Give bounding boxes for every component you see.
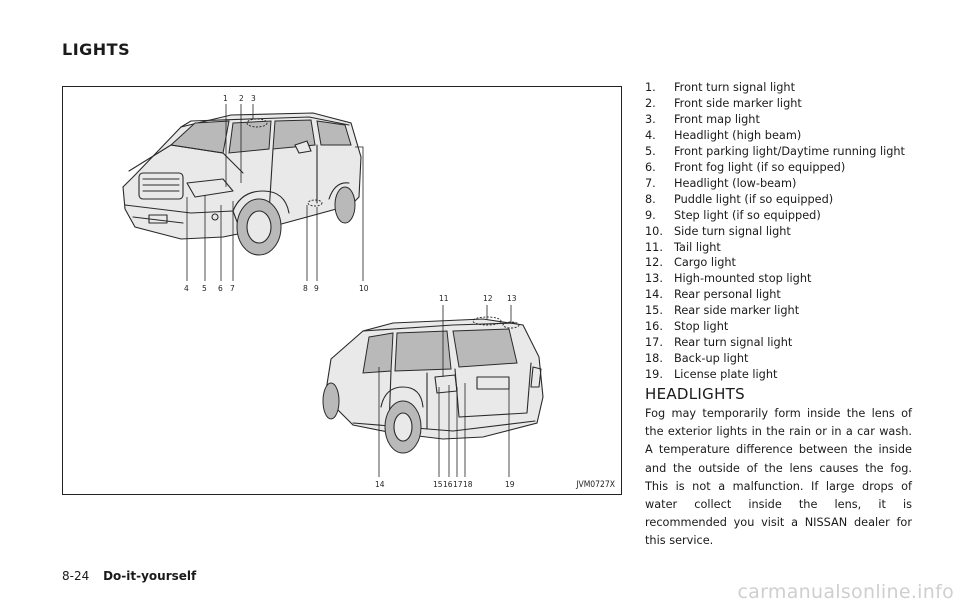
legend-item: 2.Front side marker light xyxy=(645,96,802,110)
callout-7: 7 xyxy=(230,284,235,293)
callout-12: 12 xyxy=(483,294,493,303)
callout-5: 5 xyxy=(202,284,207,293)
callout-9: 9 xyxy=(314,284,319,293)
legend-item: 17.Rear turn signal light xyxy=(645,336,793,350)
legend-item: 12.Cargo light xyxy=(645,256,736,270)
section-title: LIGHTS xyxy=(62,40,131,59)
callout-1: 1 xyxy=(223,94,228,103)
headlights-heading: HEADLIGHTS xyxy=(645,385,745,403)
legend-item: 10.Side turn signal light xyxy=(645,224,791,238)
light-legend-list: 1.Front turn signal light 2.Front side m… xyxy=(645,80,935,383)
callout-10: 10 xyxy=(359,284,369,293)
callout-6: 6 xyxy=(218,284,223,293)
callout-13: 13 xyxy=(507,294,517,303)
legend-item: 18.Back-up light xyxy=(645,352,749,366)
page-footer: 8-24 Do-it-yourself xyxy=(62,569,196,583)
legend-item: 8.Puddle light (if so equipped) xyxy=(645,192,834,206)
callout-16: 16 xyxy=(443,480,453,489)
callout-14: 14 xyxy=(375,480,385,489)
vehicle-lights-diagram: 1 2 3 4 5 6 7 8 9 10 xyxy=(122,94,544,489)
page-number: 8-24 xyxy=(62,569,90,583)
legend-item: 9.Step light (if so equipped) xyxy=(645,208,821,222)
callout-15: 15 xyxy=(433,480,443,489)
front-callouts: 1 2 3 4 5 6 7 8 9 10 xyxy=(184,94,369,293)
legend-item: 14.Rear personal light xyxy=(645,288,781,302)
lights-illustration: 1 2 3 4 5 6 7 8 9 10 xyxy=(62,86,622,495)
callout-3: 3 xyxy=(251,94,256,103)
callout-8: 8 xyxy=(303,284,308,293)
legend-item: 5.Front parking light/Daytime running li… xyxy=(645,144,905,158)
front-vehicle-drawing xyxy=(122,112,362,256)
watermark: carmanualsonline.info xyxy=(737,581,954,603)
legend-item: 16.Stop light xyxy=(645,320,729,334)
rear-leader-lines xyxy=(378,305,512,477)
callout-17: 17 xyxy=(453,480,463,489)
rear-callouts: 11 12 13 14 15 16 17 18 19 xyxy=(375,294,517,489)
callout-18: 18 xyxy=(463,480,473,489)
figure-code: JVM0727X xyxy=(576,480,615,490)
headlights-body-text: Fog may temporarily form inside the lens… xyxy=(645,407,912,548)
legend-item: 15.Rear side marker light xyxy=(645,304,800,318)
callout-11: 11 xyxy=(439,294,449,303)
front-leader-lines xyxy=(186,104,364,281)
legend-item: 3.Front map light xyxy=(645,112,760,126)
callout-2: 2 xyxy=(239,94,244,103)
legend-item: 19.License plate light xyxy=(645,368,778,382)
legend-item: 1.Front turn signal light xyxy=(645,81,795,94)
legend-item: 13.High-mounted stop light xyxy=(645,272,812,286)
legend-item: 4.Headlight (high beam) xyxy=(645,128,802,142)
chapter-name: Do-it-yourself xyxy=(103,569,197,583)
legend-item: 7.Headlight (low-beam) xyxy=(645,176,797,190)
callout-19: 19 xyxy=(505,480,515,489)
callout-4: 4 xyxy=(184,284,189,293)
legend-item: 11.Tail light xyxy=(645,240,721,254)
rear-vehicle-drawing xyxy=(322,316,544,454)
legend-item: 6.Front fog light (if so equipped) xyxy=(645,160,846,174)
